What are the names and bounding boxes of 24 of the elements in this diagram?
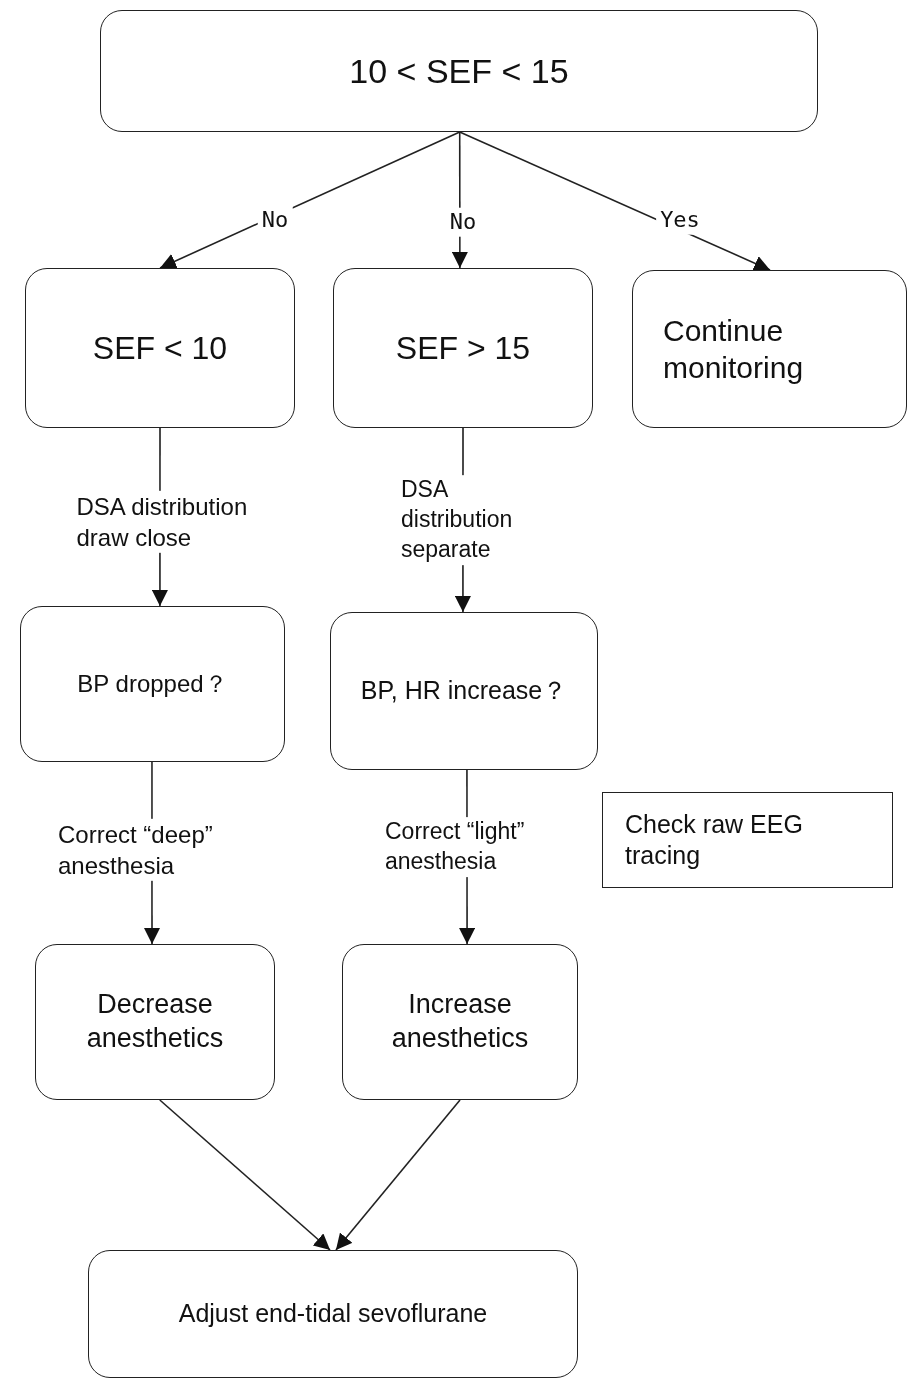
process-box: [35, 944, 275, 1100]
process-box: [333, 268, 593, 428]
box-text: BP dropped？: [77, 669, 228, 699]
process-box: [20, 606, 285, 762]
box-text: Continue monitoring: [663, 312, 805, 386]
connector-arrow: [335, 1099, 461, 1251]
box-text: SEF < 10: [92, 329, 228, 368]
process-box: [342, 944, 578, 1100]
box-text: Adjust end-tidal sevoflurane: [178, 1298, 488, 1330]
box-text: Decrease anesthetics: [85, 988, 225, 1055]
process-box: [88, 1250, 578, 1378]
connector-arrow: [159, 131, 461, 269]
box-text: Check raw EEG tracing: [625, 808, 804, 871]
process-box: [25, 268, 295, 428]
connector-arrow: [458, 131, 771, 271]
box-text: Increase anesthetics: [390, 988, 530, 1055]
connector-arrow: [159, 1099, 331, 1251]
box-text: SEF > 15: [395, 329, 531, 368]
note-box: [602, 792, 893, 888]
process-box: [330, 612, 598, 770]
process-box: [632, 270, 907, 428]
box-text: BP, HR increase？: [360, 675, 568, 707]
process-box: [100, 10, 818, 132]
box-text: 10 < SEF < 15: [349, 50, 569, 92]
